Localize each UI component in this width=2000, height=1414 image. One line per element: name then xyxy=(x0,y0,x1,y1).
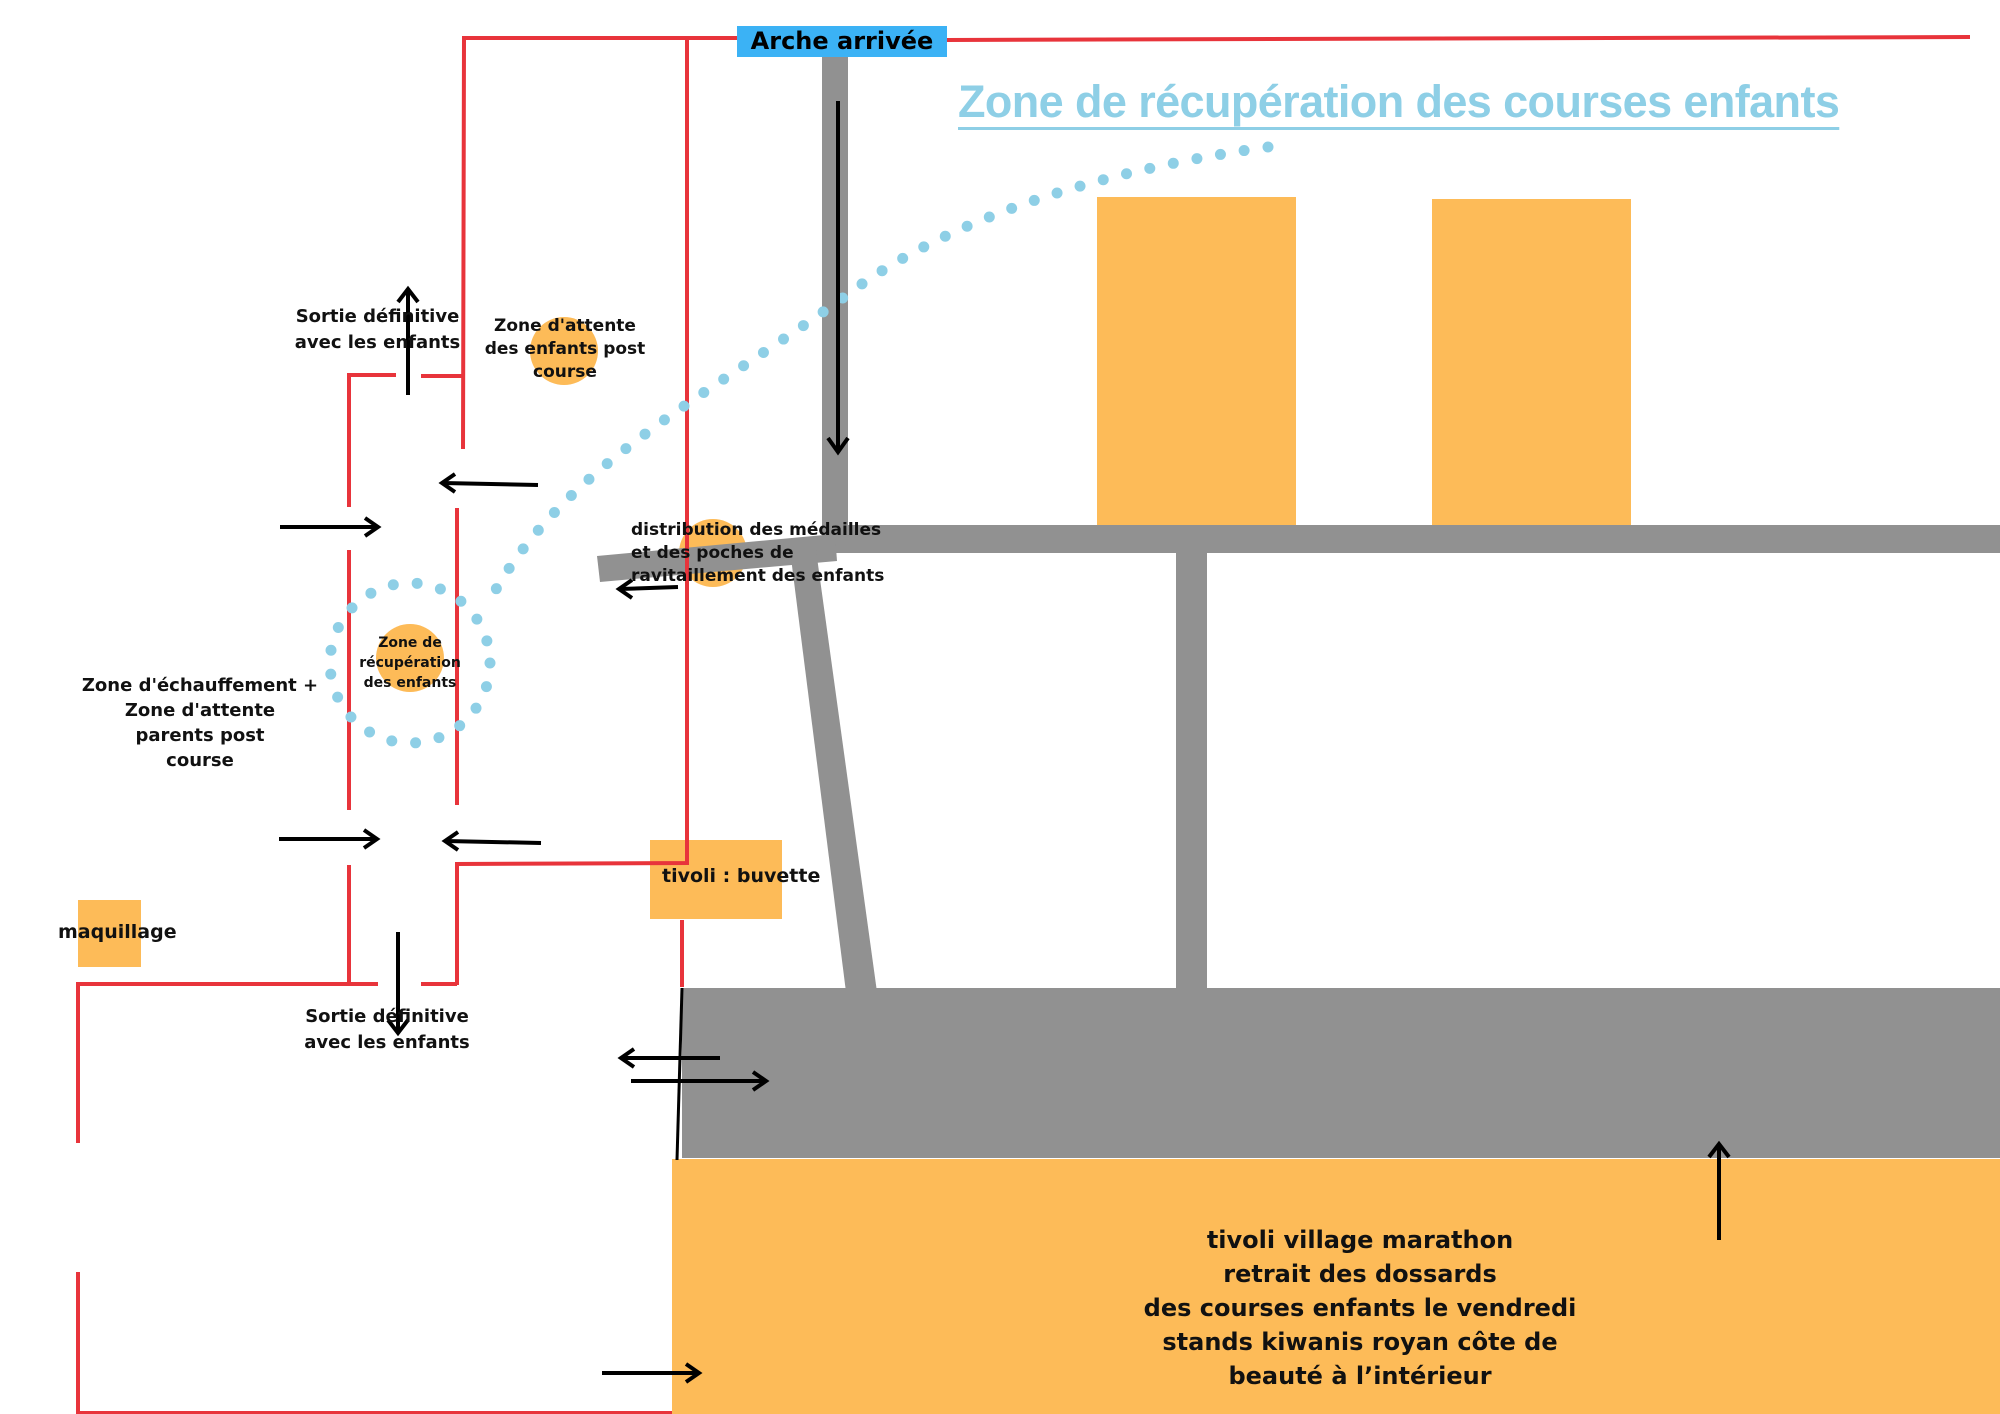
arrow-icon xyxy=(280,516,382,538)
village-zone xyxy=(672,1159,2000,1414)
vertical-lane xyxy=(1176,525,1207,995)
recuperation-circle xyxy=(376,624,444,692)
attente-enfants-circle xyxy=(530,317,598,385)
zones xyxy=(78,197,2000,1414)
dotted-path xyxy=(324,577,496,749)
gate-line xyxy=(675,987,684,1161)
label-village: tivoli village marathon retrait des doss… xyxy=(1143,1226,1577,1390)
diagonal-lane xyxy=(790,550,877,992)
label-sortie-top: Sortie définitive avec les enfants xyxy=(294,306,461,353)
barrier xyxy=(946,35,1971,42)
arrows xyxy=(279,101,1731,1384)
tent-2 xyxy=(1432,199,1631,527)
barrier xyxy=(347,373,396,507)
label-zone-attente-enfants: Zone d'attente des enfants post course xyxy=(484,316,646,382)
arrow-icon xyxy=(279,828,381,850)
label-sortie-bottom: Sortie définitive avec les enfants xyxy=(304,1006,470,1053)
label-maquillage: maquillage xyxy=(58,921,177,943)
label-echauffement: Zone d'échauffement + Zone d'attente par… xyxy=(81,675,319,771)
barrier xyxy=(455,40,689,985)
arrow-icon xyxy=(631,1070,770,1092)
arrival-lane xyxy=(822,55,848,530)
map-title: Zone de récupération des courses enfants xyxy=(958,76,1840,127)
horizontal-lane xyxy=(822,525,2000,553)
arrow-icon xyxy=(615,578,679,600)
arch-arrivee-sign: Arche arrivée xyxy=(737,26,947,57)
barrier xyxy=(76,1272,672,1414)
lane-stub xyxy=(597,534,837,582)
arrow-icon xyxy=(438,472,539,494)
arrow-icon xyxy=(602,1362,703,1384)
label-distribution: distribution des médailles et des poches… xyxy=(631,520,885,586)
arrow-icon xyxy=(441,830,542,852)
plaza xyxy=(682,988,2000,1158)
barrier xyxy=(76,982,378,1143)
arrow-icon xyxy=(826,101,850,456)
paths xyxy=(597,55,2000,1158)
tent-1 xyxy=(1097,197,1296,527)
tivoli-buvette-zone xyxy=(650,840,782,919)
arrow-icon xyxy=(1707,1140,1731,1240)
barriers xyxy=(76,35,1971,1414)
barrier xyxy=(461,36,737,450)
arrow-icon xyxy=(386,932,410,1037)
label-zone-recuperation: Zone de récupération des enfants xyxy=(359,635,461,691)
label-tivoli-buvette: tivoli : buvette xyxy=(662,865,821,887)
arrow-icon xyxy=(396,285,420,395)
maquillage-zone xyxy=(78,900,141,967)
arrow-icon xyxy=(617,1047,720,1069)
